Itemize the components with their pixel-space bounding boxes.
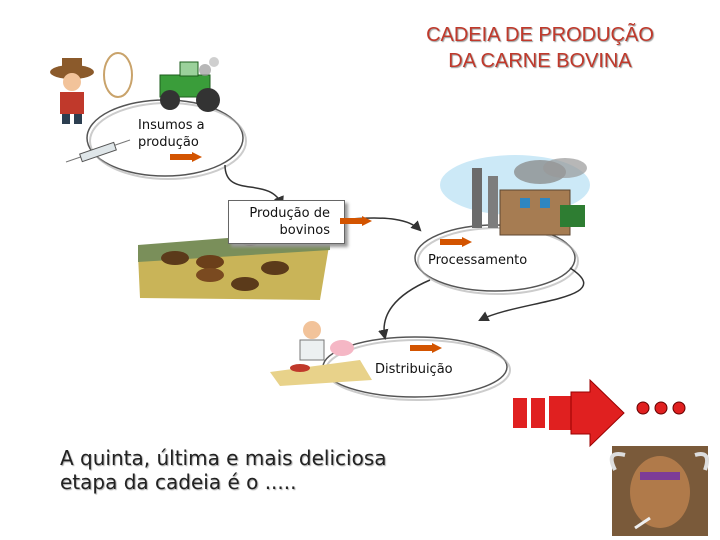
connector-insumos-producao xyxy=(225,165,282,205)
footer-line-1: A quinta, última e mais deliciosa xyxy=(60,446,387,470)
processamento-arrow-icon xyxy=(440,237,472,247)
producao-line-2: bovinos xyxy=(232,222,330,239)
footer-text: A quinta, última e mais deliciosa etapa … xyxy=(60,446,387,494)
footer-line-2: etapa da cadeia é o ..... xyxy=(60,470,387,494)
insumos-arrow-icon xyxy=(170,152,202,162)
connector-processamento-distribuicao xyxy=(384,280,430,338)
producao-arrow-icon xyxy=(340,216,372,226)
factory-illustration xyxy=(440,155,590,235)
cow-photo xyxy=(612,446,708,536)
insumos-line-2: produção xyxy=(138,134,205,151)
processamento-label: Processamento xyxy=(428,252,527,269)
insumos-node: Insumos a produção xyxy=(138,117,205,151)
distribuicao-arrow-icon xyxy=(410,343,442,353)
big-red-arrow xyxy=(513,380,624,446)
producao-node: Produção de bovinos xyxy=(232,205,330,239)
insumos-line-1: Insumos a xyxy=(138,117,205,134)
producao-line-1: Produção de xyxy=(232,205,330,222)
ellipsis-dots xyxy=(637,402,685,414)
distribuicao-label: Distribuição xyxy=(375,361,453,378)
